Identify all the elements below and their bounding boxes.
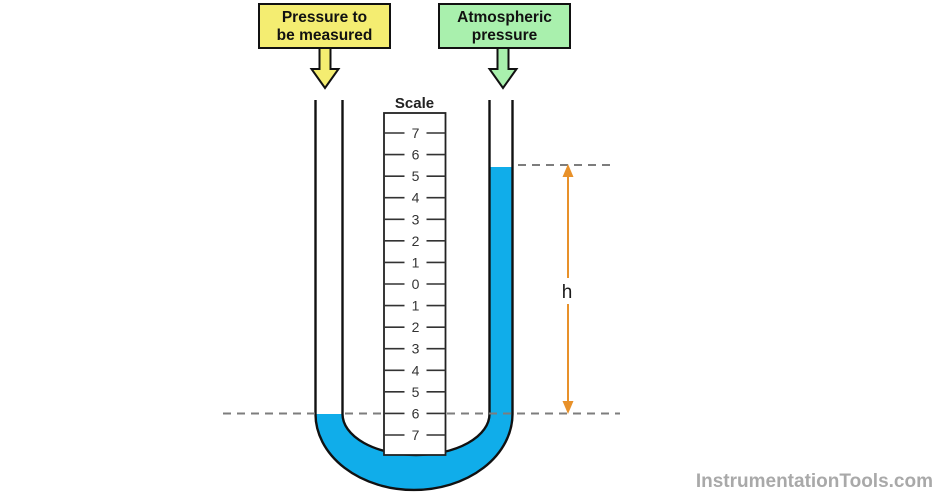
scale-tick-number: 1 [412,254,420,270]
atmospheric-label-line1: Atmospheric [457,9,552,26]
scale-tick-number: 4 [412,362,420,378]
scale-title: Scale [395,95,434,112]
height-label: h [562,282,573,303]
pressure-label-line2: be measured [277,27,373,44]
atmospheric-arrow-icon [487,47,519,90]
height-dimension: h [562,164,574,414]
scale-tick-number: 3 [412,341,420,357]
scale-tick-number: 3 [412,211,420,227]
pressure-label-box [258,3,391,49]
scale-tick-number: 6 [412,405,420,421]
scale-tick-number: 6 [412,147,420,163]
scale-tick-number: 7 [412,125,420,141]
pressure-arrow-icon [309,47,341,90]
manometer-liquid [315,167,513,490]
pressure-label-line1: Pressure to [282,9,367,26]
scale-tick-number: 2 [412,233,420,249]
scale-tick-number: 0 [412,276,420,292]
watermark: InstrumentationTools.com [696,471,933,492]
pressure-callout: Pressure to be measured [258,3,391,90]
scale-tick-number: 4 [412,190,420,206]
arrow-up-icon [562,164,574,177]
scale-tick-number: 7 [412,427,420,443]
scale-tick-number: 5 [412,384,420,400]
scale-tick-number: 2 [412,319,420,335]
atmospheric-callout: Atmospheric pressure [438,3,571,90]
arrow-down-icon [562,401,574,414]
tube-outer-wall [314,100,514,492]
scale-tick-number: 1 [412,298,420,314]
scale-ticks: 7 6 5 4 3 2 1 0 1 2 3 4 5 6 7 [384,125,446,443]
scale-tick-number: 5 [412,168,420,184]
atmospheric-label-line2: pressure [472,27,538,44]
